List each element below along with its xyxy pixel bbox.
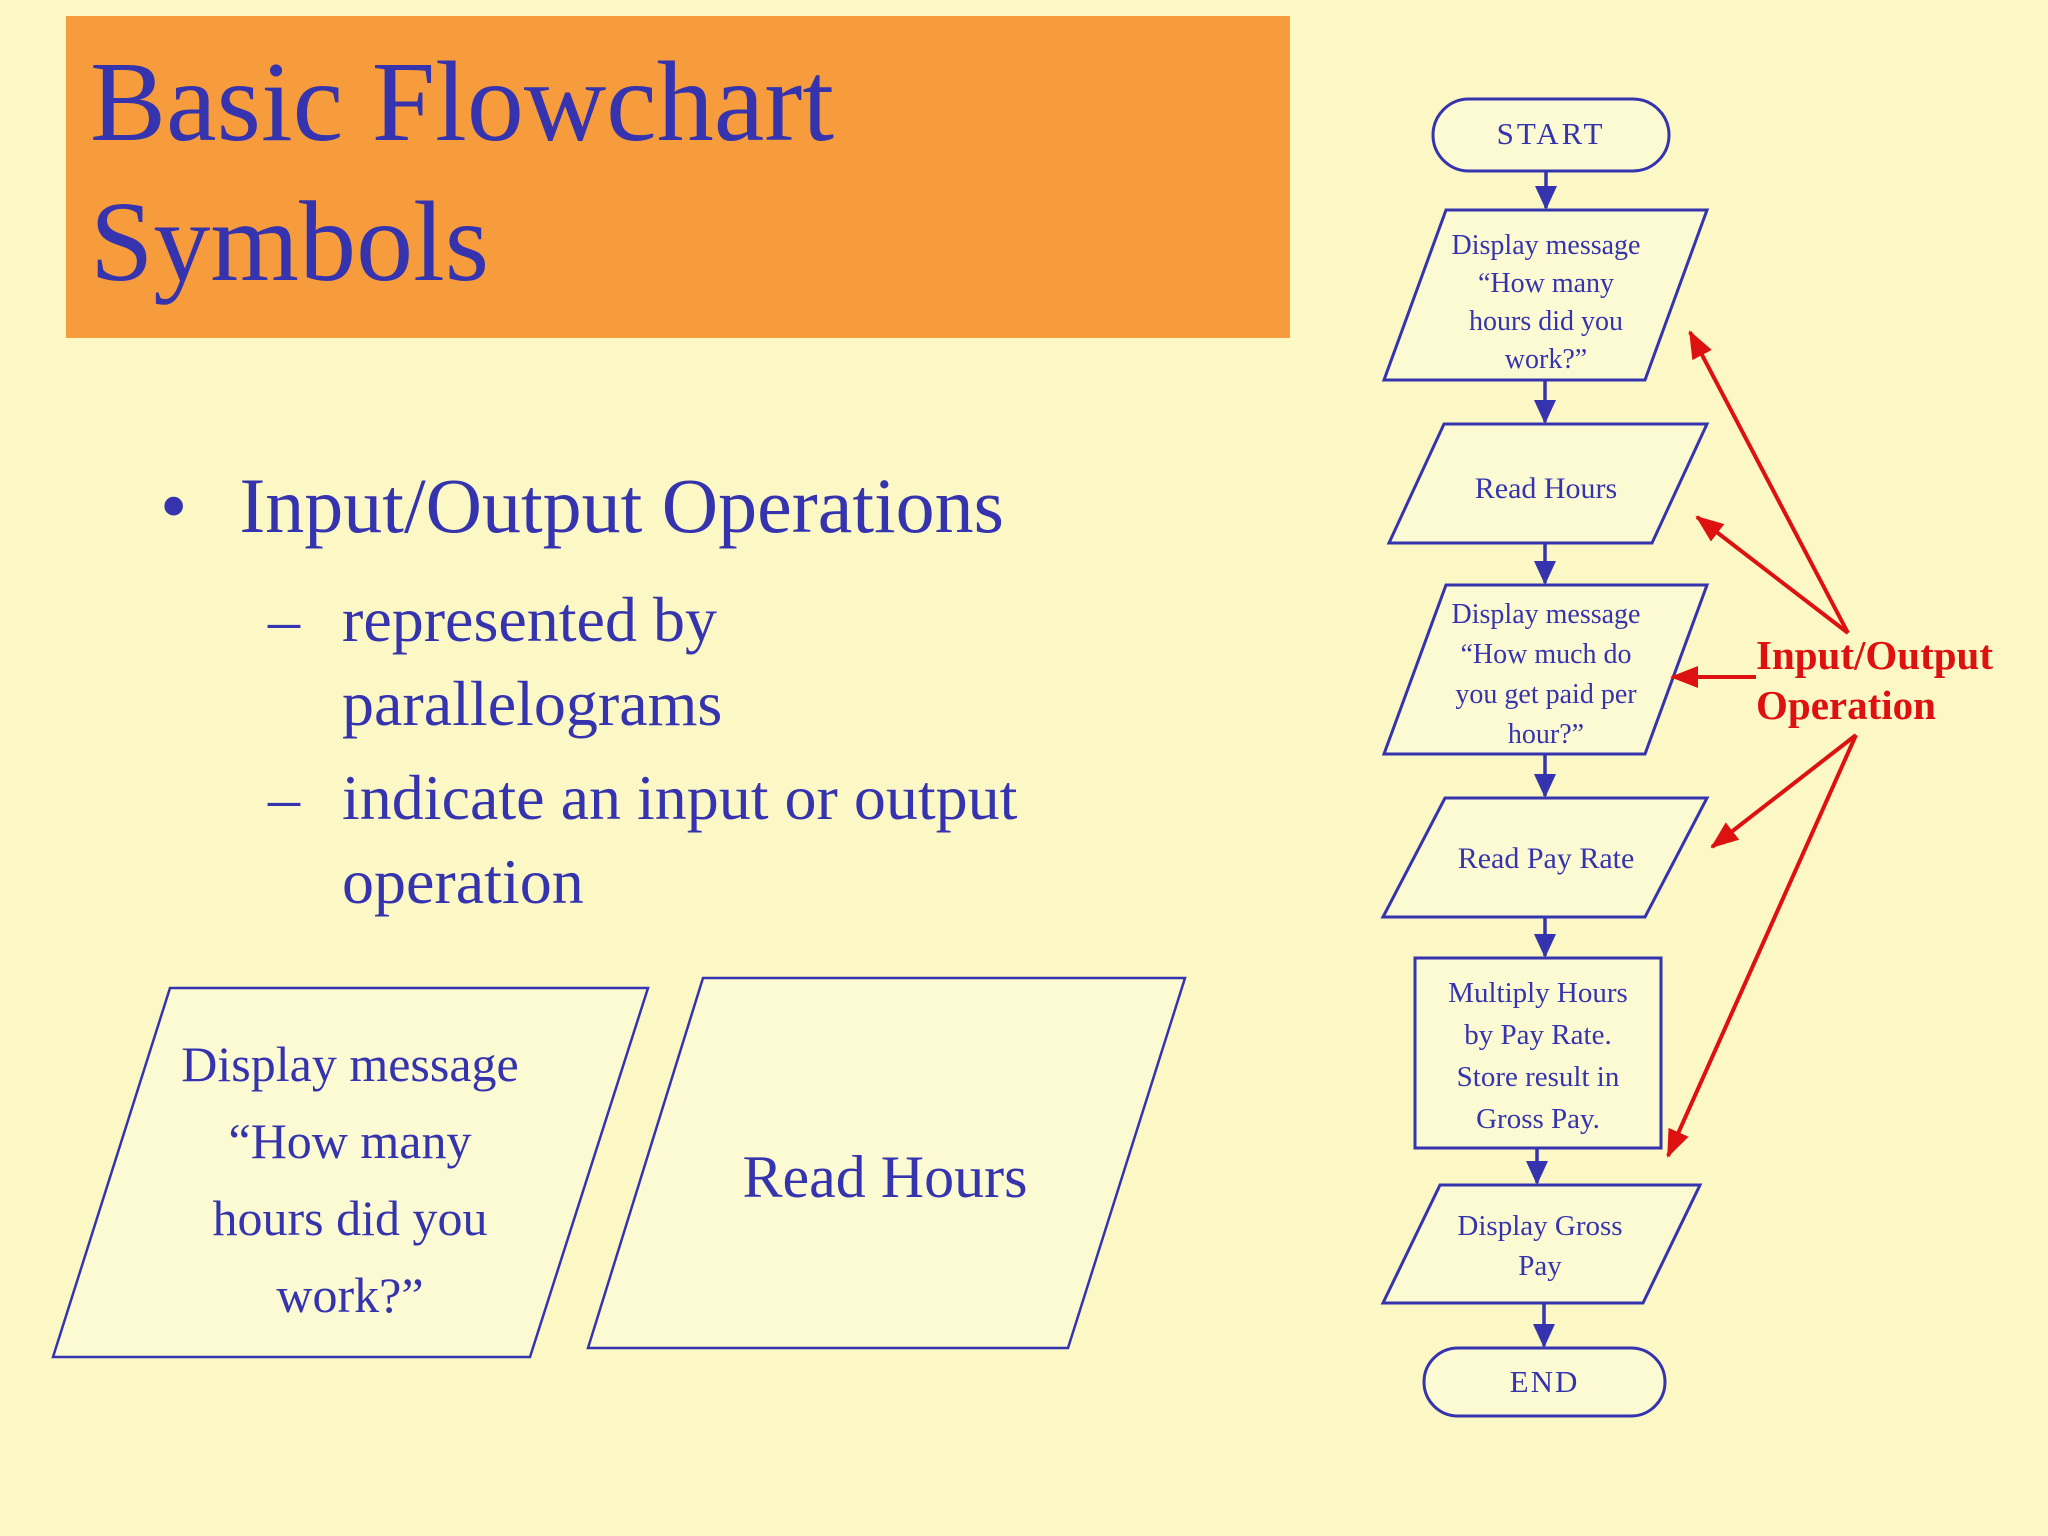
- example-io-parallelogram-2: [586, 976, 1187, 1350]
- io-annotation-label: Input/Output Operation: [1756, 632, 1994, 728]
- flow-io1-shape: [1381, 208, 1710, 382]
- red-arrow-io2: [1695, 515, 1850, 635]
- flow-start-shape: [1431, 97, 1671, 173]
- flow-end-label: END: [1509, 1364, 1580, 1399]
- dash-icon: –: [268, 584, 300, 655]
- example-io-parallelogram-1-label: Display message “How many hours did you …: [181, 1036, 519, 1323]
- bullet-icon: •: [160, 462, 188, 549]
- flow-io3-label: Display message “How much do you get pai…: [1451, 599, 1641, 750]
- sub-bullet-1-label: represented by parallelograms: [342, 584, 723, 739]
- flow-start-label: START: [1496, 116, 1606, 151]
- dash-icon: –: [268, 762, 300, 833]
- title-banner: Basic Flowchart Symbols: [66, 16, 1290, 338]
- sub-bullet-2-label: indicate an input or output operation: [342, 762, 1018, 917]
- example-io-parallelogram-1: [51, 986, 650, 1359]
- flow-io1-label: Display message “How many hours did you …: [1451, 230, 1641, 375]
- flow-io2-label: Read Hours: [1474, 472, 1618, 505]
- bullet-main-label: Input/Output Operations: [239, 462, 1005, 549]
- flow-io5-shape: [1380, 1183, 1703, 1305]
- flow-process-shape: [1413, 956, 1663, 1150]
- flow-process-label: Multiply Hours by Pay Rate. Store result…: [1448, 977, 1628, 1135]
- red-arrow-io4: [1710, 733, 1858, 849]
- sub-bullet-2: – indicate an input or output operation: [268, 756, 1017, 924]
- red-arrow-io5: [1666, 734, 1858, 1158]
- example-io-parallelogram-2-label: Read Hours: [742, 1144, 1028, 1210]
- flow-io4-label: Read Pay Rate: [1457, 842, 1635, 875]
- flow-io5-label: Display Gross Pay: [1457, 1210, 1623, 1282]
- bullet-main: • Input/Output Operations: [160, 458, 1004, 554]
- red-arrow-io1: [1688, 330, 1850, 634]
- flow-io4-shape: [1380, 796, 1710, 919]
- flow-end-shape: [1422, 1346, 1667, 1418]
- sub-bullet-1: – represented by parallelograms: [268, 578, 722, 746]
- flow-io3-shape: [1381, 583, 1710, 756]
- flow-io2-shape: [1386, 422, 1710, 545]
- slide-title: Basic Flowchart Symbols: [90, 38, 835, 305]
